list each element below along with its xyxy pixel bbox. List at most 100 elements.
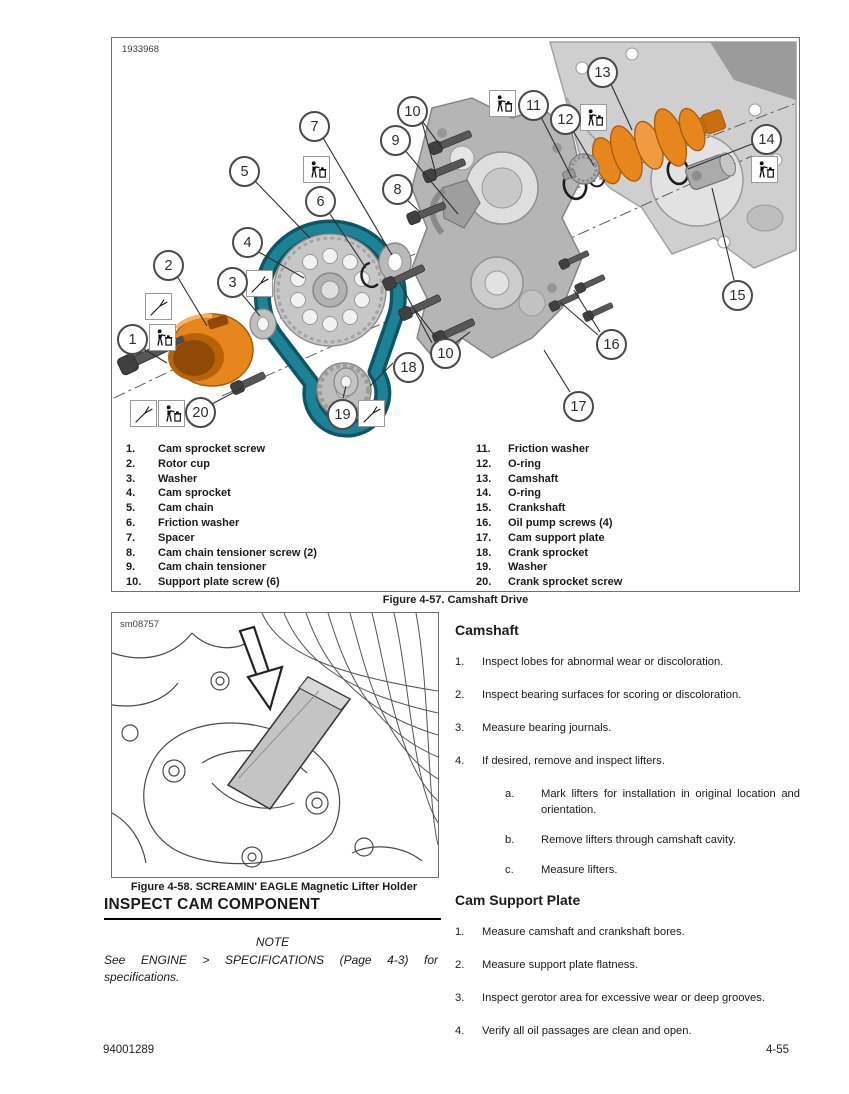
discard-icon [580,104,607,131]
procedure-step: 3.Inspect gerotor area for excessive wea… [455,992,765,1004]
legend-item: 6.Friction washer [126,516,240,529]
note-text: See ENGINE > SPECIFICATIONS (Page 4-3) f… [104,953,438,984]
procedure-step: 1.Measure camshaft and crankshaft bores. [455,926,685,938]
magnetic-lifter-holder [226,676,352,810]
support-plate-screw [398,294,442,321]
support-plate-screw [382,264,426,291]
discard-icon [149,324,176,351]
callout-7: 7 [299,111,330,142]
cam-sprocket [273,233,387,347]
callout-4: 4 [232,227,263,258]
cylinder-fins [261,613,438,846]
note-label: NOTE [255,935,290,949]
callout-8: 8 [382,174,413,205]
legend-item: 4.Cam sprocket [126,487,231,500]
washer-3 [249,308,277,340]
callout-16: 16 [596,329,627,360]
figure-457-caption: Figure 4-57. Camshaft Drive [382,594,529,606]
legend-item: 17.Cam support plate [476,531,605,544]
callout-2: 2 [153,250,184,281]
oil-pump-screw [558,250,590,270]
crank-sprocket-screw [230,371,266,395]
procedure-step: 4.If desired, remove and inspect lifters… [455,755,665,767]
parts-legend-col1: 1.Cam sprocket screw 2.Rotor cup 3.Washe… [126,442,471,590]
washer-19 [333,367,359,397]
oil-pump-screw [582,302,614,322]
procedure-step: 3.Measure bearing journals. [455,722,612,734]
figure-458-box: sm08757 [111,612,439,878]
discard-icon [489,90,516,117]
legend-item: 18.Crank sprocket [476,546,589,559]
rotor-cup [168,313,254,387]
legend-item: 7.Spacer [126,531,195,544]
scribe-icon [246,270,273,297]
cam-support-plate [411,97,583,370]
callout-leader-lines [141,81,753,405]
legend-item: 5.Cam chain [126,502,214,515]
legend-item: 16.Oil pump screws (4) [476,516,613,529]
callout-20: 20 [185,397,216,428]
callout-13: 13 [587,57,618,88]
legend-item: 1.Cam sprocket screw [126,443,265,455]
callout-15: 15 [722,280,753,311]
legend-item: 10.Support plate screw (6) [126,576,280,589]
procedure-substep: a.Mark lifters for installation in origi… [505,788,800,816]
callout-3: 3 [217,267,248,298]
legend-item: 20.Crank sprocket screw [476,576,623,589]
legend-item: 12.O-ring [476,457,541,470]
callout-17: 17 [563,391,594,422]
callout-6: 6 [305,186,336,217]
legend-item: 3.Washer [126,472,198,485]
parts-legend-col2: 11.Friction washer 12.O-ring 13.Camshaft… [476,442,796,590]
footer-page-number: 4-55 [765,1044,789,1056]
pointer-arrow [238,625,284,712]
exploded-view-art [113,41,797,438]
camshaft-drive-diagram: 1 2 3 4 5 6 7 8 9 10 10 11 12 13 14 15 1… [112,38,799,440]
procedure-substep: c.Measure lifters. [505,864,618,876]
camshaft-heading: Camshaft [455,622,519,638]
support-plate-screw [422,158,466,184]
procedure-substep: b.Remove lifters through camshaft cavity… [505,834,737,846]
procedure-step: 1.Inspect lobes for abnormal wear or dis… [455,656,724,668]
footer-document-number: 94001289 [103,1044,155,1056]
figure-458-caption: Figure 4-58. SCREAMIN' EAGLE Magnetic Li… [130,881,418,893]
legend-item: 15.Crankshaft [476,502,566,515]
tensioner-screw [406,201,447,226]
callout-9: 9 [380,125,411,156]
cam-support-plate-heading: Cam Support Plate [455,892,581,908]
procedure-step: 4.Verify all oil passages are clean and … [455,1025,692,1037]
image-reference-number: 1933968 [122,44,159,55]
scribe-icon [358,400,385,427]
discard-icon [751,156,778,183]
friction-washer-6 [360,261,379,289]
discard-icon [303,156,330,183]
scribe-icon [130,400,157,427]
crankshaft [685,152,736,191]
image-reference-number: sm08757 [120,619,160,630]
callout-11: 11 [518,90,549,121]
procedure-step: 2.Measure support plate flatness. [455,959,639,971]
page-footer: 94001289 4-55 [103,1044,789,1056]
procedure-step: 2.Inspect bearing surfaces for scoring o… [455,689,742,701]
cover-bolts [121,671,374,868]
inspect-cam-component-heading: INSPECT CAM COMPONENT [104,896,441,920]
legend-item: 11.Friction washer [476,443,590,455]
callout-12: 12 [550,104,581,135]
legend-item: 14.O-ring [476,487,541,500]
legend-item: 2.Rotor cup [126,457,210,470]
callout-10: 10 [397,96,428,127]
spacer-7 [378,242,412,282]
oil-pump-screw [574,274,606,294]
callout-1: 1 [117,324,148,355]
procedures-column: Camshaft 1.Inspect lobes for abnormal we… [455,622,800,1056]
legend-item: 13.Camshaft [476,472,559,485]
callout-5: 5 [229,156,260,187]
callout-10b: 10 [430,338,461,369]
legend-item: 19.Washer [476,561,548,574]
callout-14: 14 [751,124,782,155]
figure-457-box: 1 2 3 4 5 6 7 8 9 10 10 11 12 13 14 15 1… [111,37,800,592]
camshaft [562,107,727,185]
legend-item: 8.Cam chain tensioner screw (2) [126,546,317,559]
legend-item: 9.Cam chain tensioner [126,561,267,574]
